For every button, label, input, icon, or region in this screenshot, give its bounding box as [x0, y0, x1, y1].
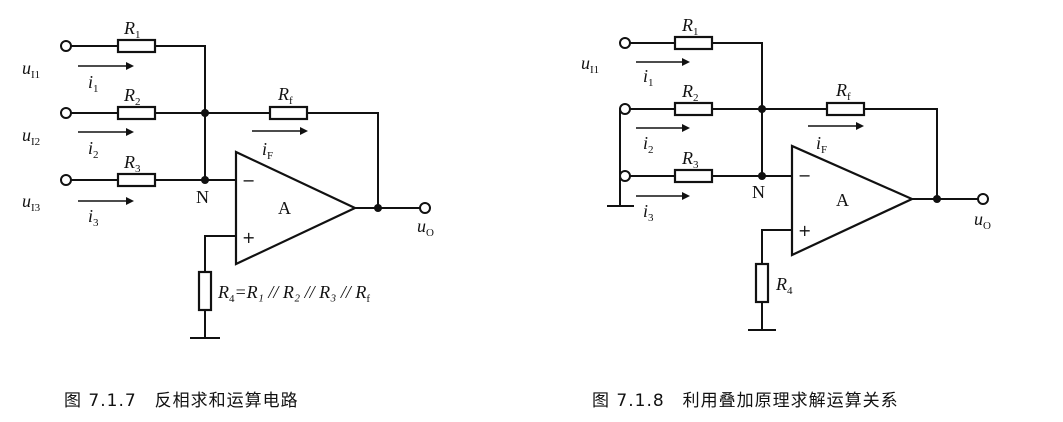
label-amp-a: A — [278, 198, 291, 218]
right-input-terminal-1 — [619, 37, 631, 49]
right-label-r1: R1 — [681, 15, 699, 38]
arrow-if-head — [300, 127, 308, 135]
wire-r4-ground — [190, 235, 236, 339]
input-terminal-1 — [60, 40, 72, 52]
input-terminal-3 — [60, 174, 72, 186]
label-i2: i2 — [88, 138, 99, 161]
resistor-rf — [268, 105, 309, 121]
caption-left: 图 7.1.7 反相求和运算电路 — [64, 391, 299, 411]
label-i3: i3 — [88, 206, 99, 229]
right-label-plus: + — [798, 221, 811, 240]
right-wire-input-2 — [630, 108, 938, 199]
right-input-terminal-2 — [619, 103, 631, 115]
arrow-i3-head — [126, 197, 134, 205]
node-n-dot — [201, 176, 209, 184]
label-r2: R2 — [123, 85, 141, 108]
right-wire-input-1 — [630, 42, 763, 176]
right-arrow-if-head — [856, 122, 864, 130]
right-label-i3: i3 — [643, 201, 654, 224]
label-u12: uI2 — [22, 125, 40, 148]
right-output-terminal — [977, 193, 989, 205]
label-uo: uO — [417, 216, 434, 239]
right-arrow-i3-head — [682, 192, 690, 200]
right-node-n-dot — [758, 172, 766, 180]
right-resistor-r4 — [754, 262, 770, 304]
output-dot — [374, 204, 382, 212]
right-label-amp-a: A — [836, 190, 849, 210]
label-plus: + — [242, 228, 255, 247]
label-minus: − — [242, 171, 255, 190]
right-label-i1: i1 — [643, 66, 654, 89]
input-terminal-2 — [60, 107, 72, 119]
label-r1: R1 — [123, 18, 141, 41]
label-u11: uI1 — [22, 58, 40, 81]
op-amp — [234, 150, 358, 266]
label-r4-formula: R4=R₁ // R₂ // R₃ // Rf — [217, 282, 370, 305]
right-label-r4: R4 — [775, 274, 793, 297]
resistor-r1 — [116, 38, 157, 54]
label-node-n: N — [196, 187, 209, 207]
resistor-r4 — [197, 270, 213, 312]
label-i1: i1 — [88, 72, 99, 95]
caption-right: 图 7.1.8 利用叠加原理求解运算关系 — [592, 391, 899, 411]
right-label-r3: R3 — [681, 148, 699, 171]
label-rf: Rf — [277, 84, 293, 107]
right-resistor-r3 — [673, 168, 714, 184]
right-label-r2: R2 — [681, 81, 699, 104]
right-label-rf: Rf — [835, 80, 851, 103]
right-output-dot — [933, 195, 941, 203]
right-label-node-n: N — [752, 182, 765, 202]
resistor-r3 — [116, 172, 157, 188]
arrow-i1-head — [126, 62, 134, 70]
right-label-if: iF — [816, 133, 827, 156]
figure-right: uI1 i1 i2 i3 R1 R2 R3 Rf iF N A − + uO R… — [581, 15, 991, 331]
right-label-i2: i2 — [643, 133, 654, 156]
right-junction-dot — [758, 105, 766, 113]
wire-input-1 — [71, 45, 206, 180]
resistor-r2 — [116, 105, 157, 121]
right-ground-inputs — [607, 109, 634, 207]
right-resistor-r2 — [673, 101, 714, 117]
label-u13: uI3 — [22, 191, 41, 214]
wire-input-2 — [71, 112, 379, 208]
right-label-u11: uI1 — [581, 53, 599, 76]
right-label-minus: − — [798, 166, 811, 185]
right-op-amp — [790, 144, 915, 257]
right-label-uo: uO — [974, 209, 991, 232]
right-wire-r4-ground — [748, 229, 792, 331]
right-resistor-r1 — [673, 35, 714, 51]
label-r3: R3 — [123, 152, 141, 175]
right-arrow-i1-head — [682, 58, 690, 66]
right-resistor-rf — [825, 101, 866, 117]
figure-left: uI1 uI2 uI3 i1 i2 i3 R1 R2 R3 Rf iF N A … — [22, 18, 434, 339]
junction-dot — [201, 109, 209, 117]
output-terminal — [419, 202, 431, 214]
right-arrow-i2-head — [682, 124, 690, 132]
label-if: iF — [262, 139, 273, 162]
right-input-terminal-3 — [619, 170, 631, 182]
arrow-i2-head — [126, 128, 134, 136]
